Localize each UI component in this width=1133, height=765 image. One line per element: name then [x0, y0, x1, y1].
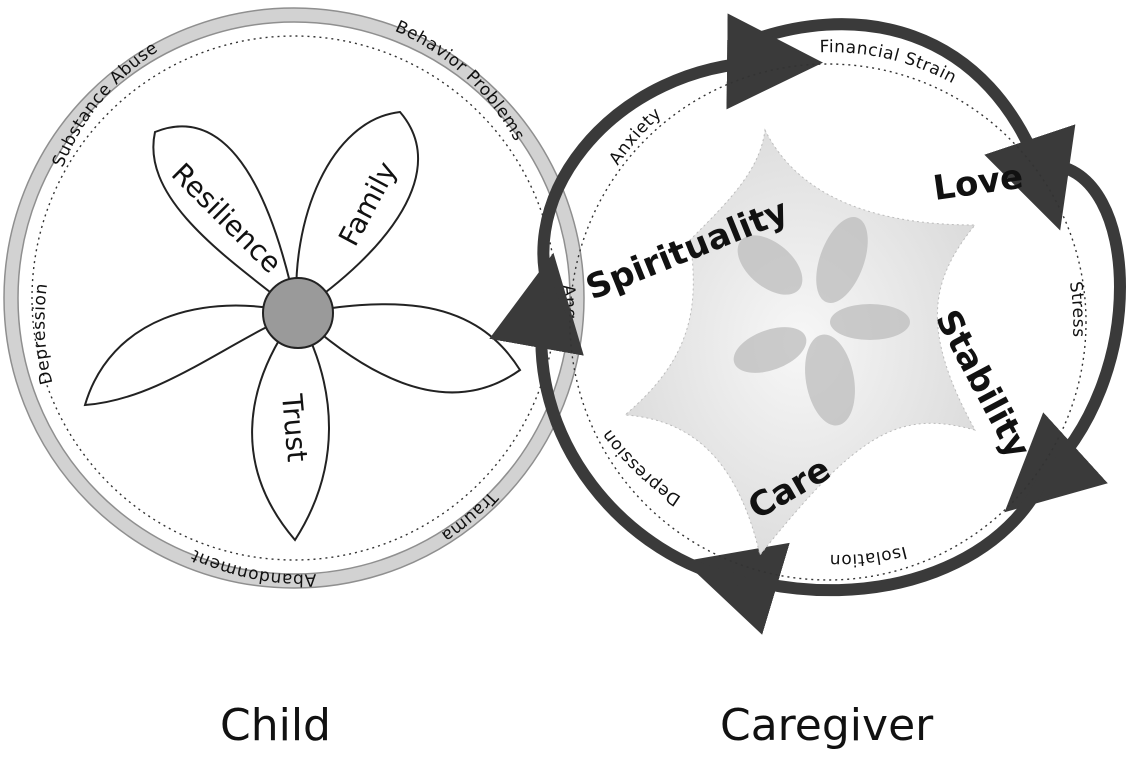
cg-ring-label-stress: Stress: [1065, 280, 1089, 338]
ring-label-depression: Depression: [29, 282, 57, 387]
inner-petal-3: [830, 304, 910, 340]
cg-ring-label-depression: Depression: [598, 425, 685, 509]
quality-love: Love: [931, 157, 1026, 209]
flower-center: [263, 278, 333, 348]
ring-label-substance-abuse: Substance Abuse: [49, 38, 162, 170]
child-diagram: Resilience Family Trust Substance Abuse …: [4, 8, 584, 751]
ring-label-behavior-problems: Behavior Problems: [392, 17, 528, 145]
petal-label-trust: Trust: [275, 392, 314, 463]
cg-ring-label-isolation: Isolation: [829, 542, 909, 570]
child-flower: [85, 112, 520, 540]
child-caption: Child: [220, 700, 331, 751]
ring-label-trauma: Trauma: [437, 487, 501, 547]
caregiver-caption: Caregiver: [720, 700, 934, 751]
caregiver-diagram: Love Stability Care Spirituality Financi…: [541, 24, 1120, 751]
